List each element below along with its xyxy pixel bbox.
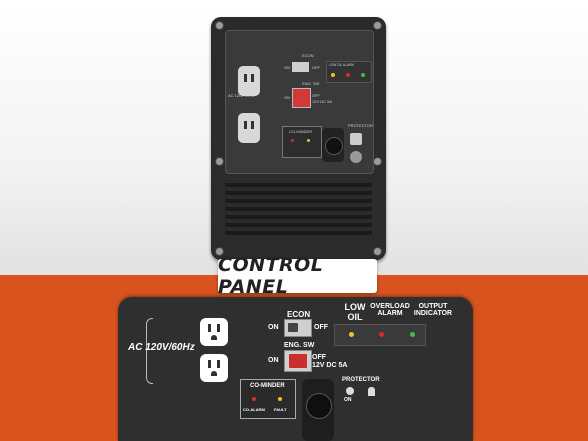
mini-econ-off: OFF <box>312 65 320 70</box>
mini-indicator-strip: LOW OIL ALARM <box>326 61 372 83</box>
screw-icon <box>215 157 224 166</box>
co-minder-title: CO-MINDER <box>250 383 285 389</box>
control-panel-title-plate: CONTROL PANEL <box>218 254 377 298</box>
indicator-label-low-oil: LOW OIL <box>340 302 370 322</box>
mini-econ-label: ECON <box>302 53 314 58</box>
screw-icon <box>373 247 382 256</box>
protector-on-label: ON <box>344 397 352 403</box>
mini-led <box>307 139 310 142</box>
indicator-line2: ALARM <box>377 310 403 317</box>
screw-icon <box>215 21 224 30</box>
indicator-bar <box>334 324 426 346</box>
econ-rocker <box>288 323 298 332</box>
co-alarm-led <box>252 397 256 401</box>
indicator-line2: INDICATOR <box>413 310 453 317</box>
mini-led <box>361 73 365 77</box>
mini-dc-socket <box>322 128 344 162</box>
ac-outlet-top[interactable] <box>200 318 228 346</box>
indicator-line1: OUTPUT <box>418 303 448 310</box>
mini-led <box>291 139 294 142</box>
indicator-line2: OIL <box>347 312 363 322</box>
screw-icon <box>373 157 382 166</box>
fault-label: FAULT <box>274 407 287 412</box>
eng-sw-label: ENG. SW <box>284 342 315 349</box>
mini-eng-switch <box>292 88 311 108</box>
mini-econ-switch <box>292 62 309 72</box>
mini-econ-on: ON <box>284 65 290 70</box>
mini-control-panel: AC 120V 60Hz ECON ON OFF ENG. SW ON OFF … <box>225 30 374 174</box>
econ-switch[interactable] <box>284 319 312 337</box>
mini-protector-label: PROTECTOR <box>348 123 374 128</box>
vent-slot <box>225 231 372 235</box>
mini-indicator-label: LOW OIL ALARM <box>329 63 354 67</box>
econ-label: ECON <box>287 310 311 319</box>
vent-slot <box>225 207 372 211</box>
ac-outlet-bottom[interactable] <box>200 354 228 382</box>
mini-eng-label: ENG. SW <box>302 81 320 86</box>
mini-led <box>331 73 335 77</box>
vent-slot <box>225 191 372 195</box>
mini-outlet-bottom <box>238 113 260 143</box>
mini-co-minder-title: CO-MINDER <box>289 129 313 134</box>
indicator-line1: OVERLOAD <box>370 303 410 310</box>
screw-icon <box>215 247 224 256</box>
vent-slot <box>225 199 372 203</box>
mini-eng-on: ON <box>284 95 290 100</box>
dc-socket-cover[interactable] <box>302 379 334 441</box>
eng-sw-on-label: ON <box>268 357 279 364</box>
protector-label: PROTECTOR <box>342 377 380 383</box>
generator-panel-overview: AC 120V 60Hz ECON ON OFF ENG. SW ON OFF … <box>211 17 386 260</box>
output-led <box>410 332 415 337</box>
indicator-label-output: OUTPUT INDICATOR <box>406 303 460 317</box>
mini-eng-off: OFF <box>312 93 320 98</box>
protector-trip-icon <box>368 387 375 396</box>
zoomed-control-panel: AC 120V/60Hz ECON ON OFF ENG. SW ON OFF … <box>118 297 473 441</box>
econ-off-label: OFF <box>314 324 328 331</box>
engine-switch[interactable] <box>284 350 312 372</box>
protector-reset-icon <box>346 387 354 395</box>
co-minder-box: CO-MINDER CO-ALARM FAULT <box>240 379 296 419</box>
vent-slot <box>225 223 372 227</box>
eng-sw-off-label: OFF <box>312 354 326 361</box>
mini-protector-button <box>350 133 362 145</box>
screw-icon <box>373 21 382 30</box>
dc-output-label: 12V DC 5A <box>312 362 348 369</box>
vent-slot <box>225 183 372 187</box>
mini-led <box>346 73 350 77</box>
ac-voltage-label: AC 120V/60Hz <box>128 342 195 353</box>
overload-led <box>379 332 384 337</box>
mini-knob <box>350 151 362 163</box>
indicator-label-overload: OVERLOAD ALARM <box>360 303 420 317</box>
mini-dc: 12V DC 5A <box>312 99 333 104</box>
mini-co-minder: CO-MINDER <box>282 126 322 158</box>
mini-outlet-top <box>238 66 260 96</box>
engine-rocker <box>289 354 307 368</box>
dc-socket <box>306 393 332 419</box>
co-alarm-label: CO-ALARM <box>243 407 265 412</box>
low-oil-led <box>349 332 354 337</box>
vent-slot <box>225 215 372 219</box>
page-title: CONTROL PANEL <box>218 254 324 298</box>
econ-on-label: ON <box>268 324 279 331</box>
ac-bracket <box>146 318 153 384</box>
indicator-line1: LOW <box>344 302 366 312</box>
fault-led <box>278 397 282 401</box>
